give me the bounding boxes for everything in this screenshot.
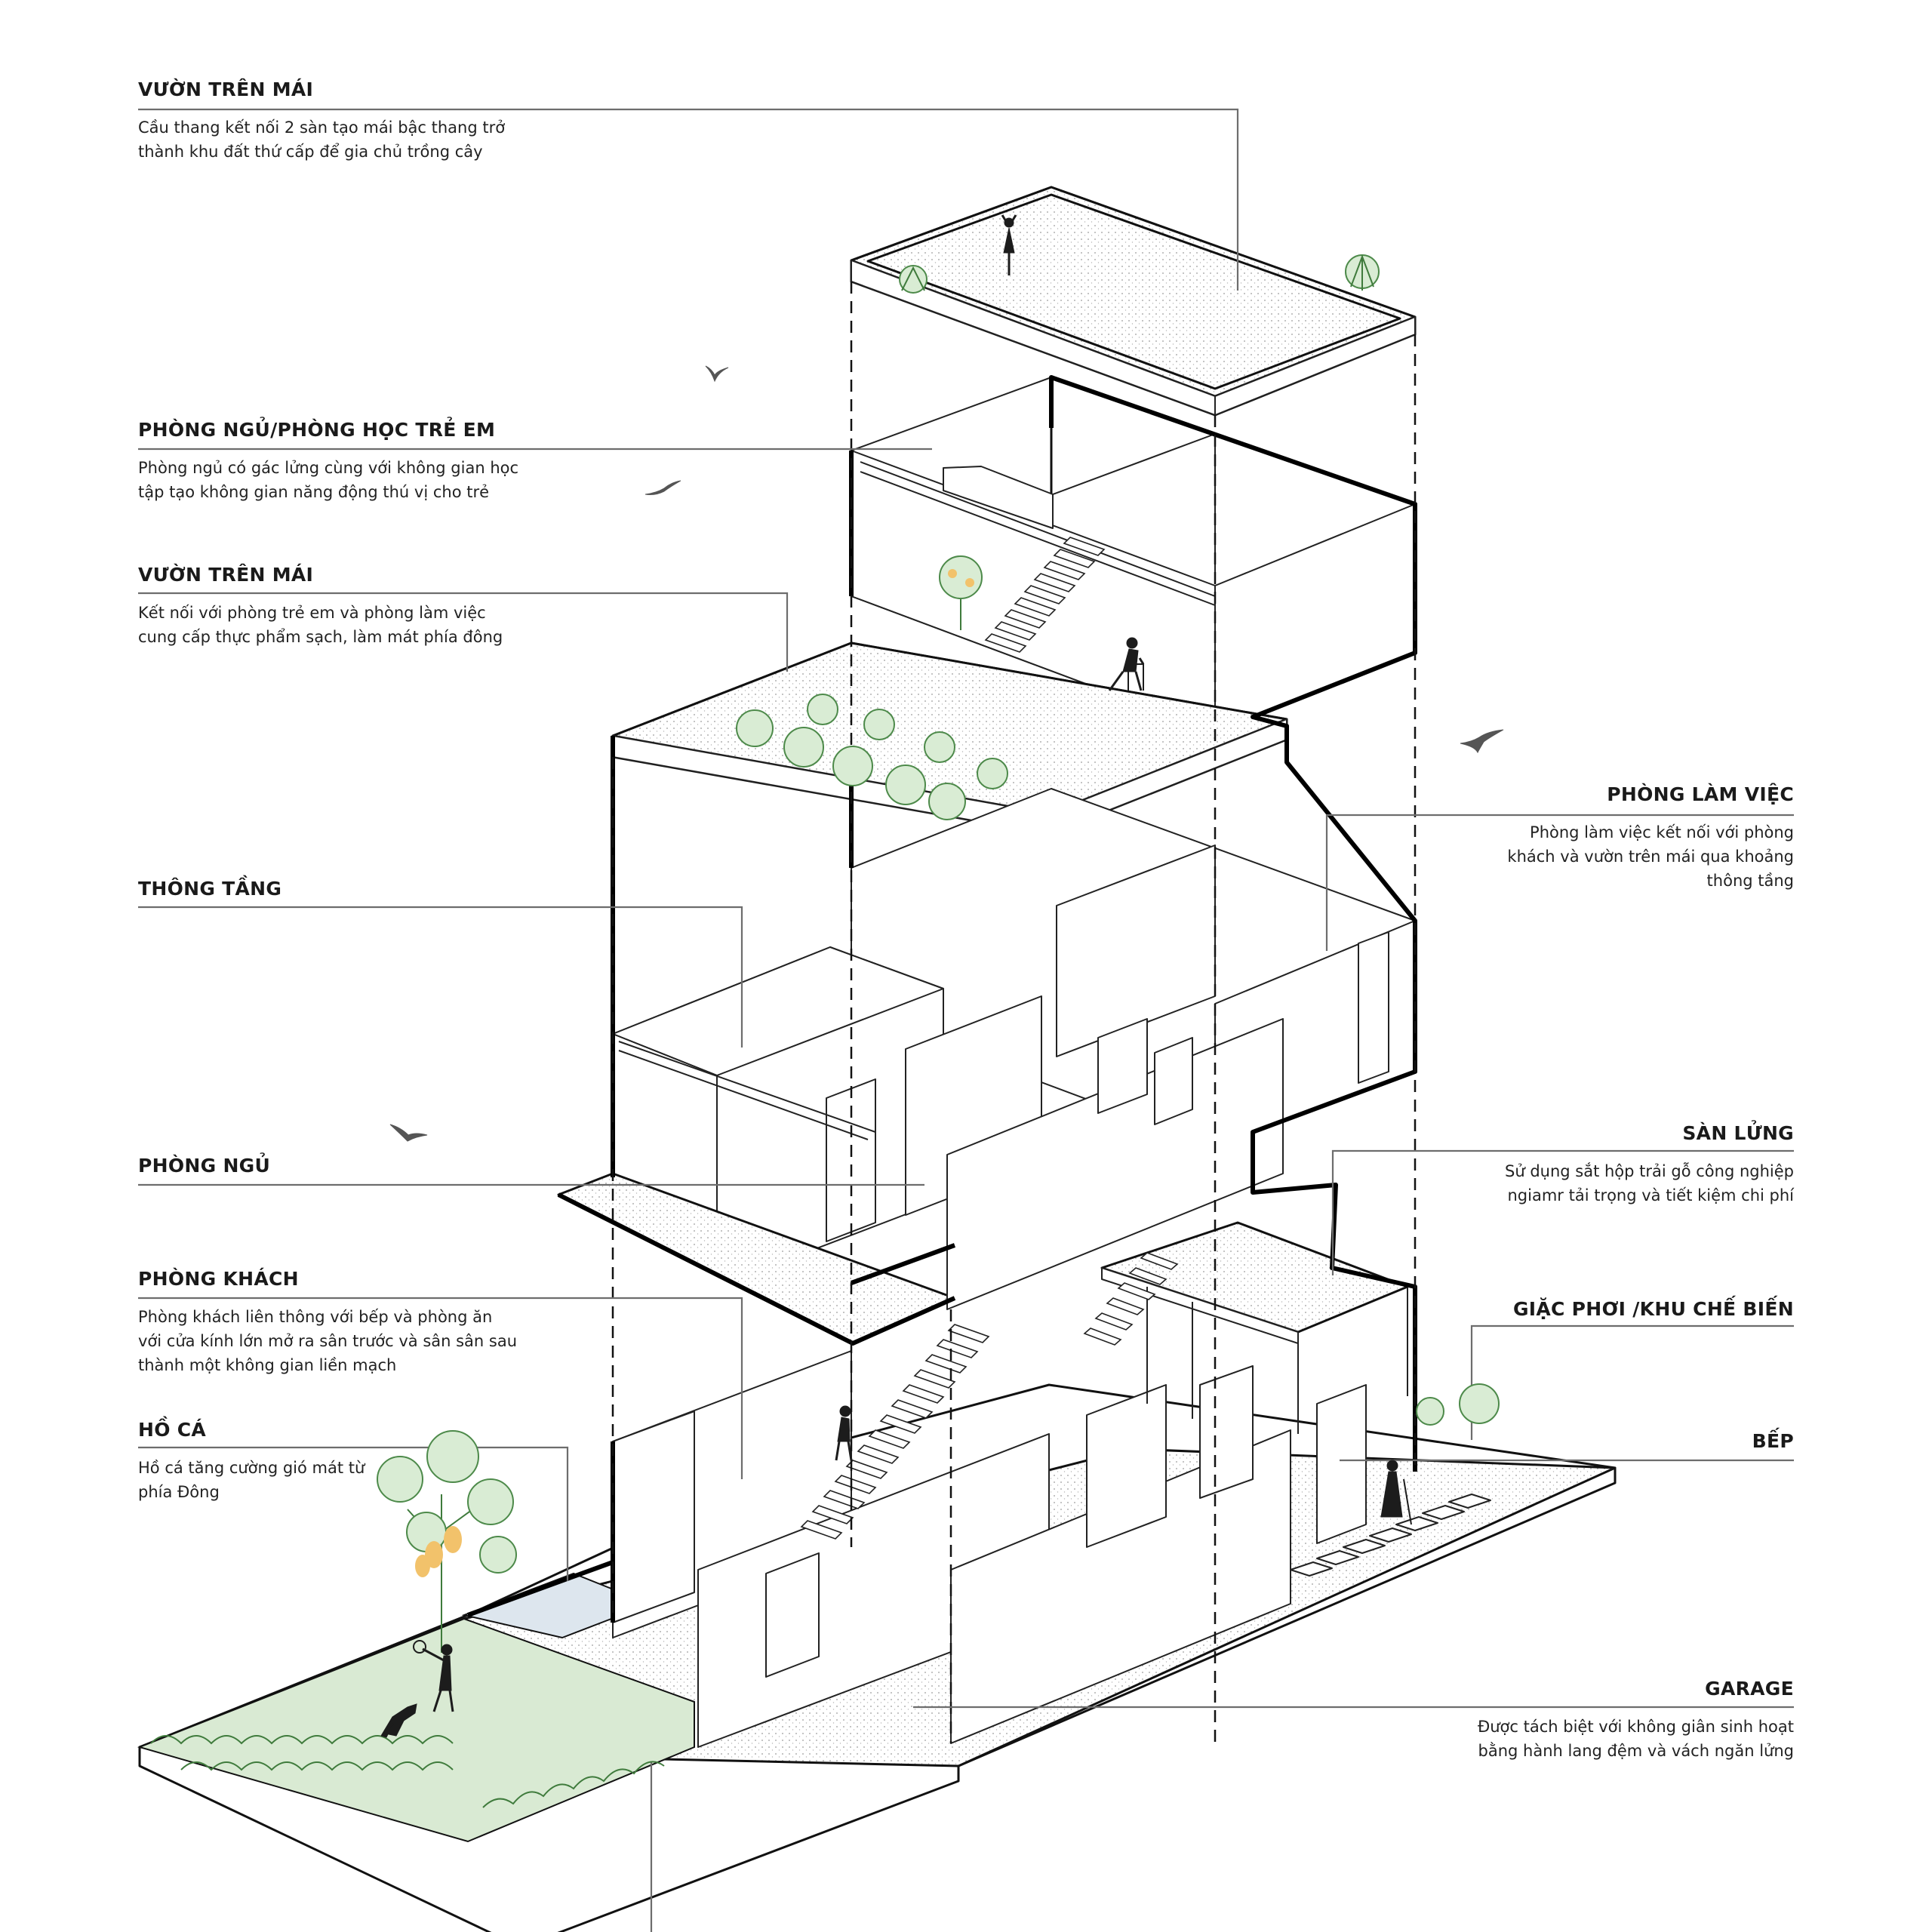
annotation-fish-pond: HỒ CÁ Hồ cá tăng cường gió mát từ phía Đ… [138,1419,365,1504]
plants [150,254,1500,1808]
annotation-line: thành khu đất thứ cấp để gia chủ trồng c… [138,143,483,161]
annotation-line: thành một không gian liền mạch [138,1356,397,1374]
annotation-line: Cầu thang kết nối 2 sàn tạo mái bậc than… [138,118,506,137]
annotation-line: Phòng khách liên thông với bếp và phòng … [138,1308,493,1326]
annotation-title: PHÒNG NGỦ [138,1155,271,1177]
person-icon [835,1405,853,1461]
annotation-line: tập tạo không gian năng động thú vị cho … [138,483,490,501]
annotation-garage: GARAGE Được tách biệt với không giân sin… [1478,1678,1794,1763]
annotation-kids-bedroom: PHÒNG NGỦ/PHÒNG HỌC TRẺ EM Phòng ngủ có … [138,419,518,504]
annotation-roof-garden-mid: VƯỜN TRÊN MÁI Kết nối với phòng trẻ em v… [138,564,503,649]
person-icon [413,1640,454,1712]
roof-slab-top [850,186,1417,417]
kids-room-box [851,377,1416,733]
shrub-icon [863,709,895,740]
mezzanine-stair [1083,1252,1179,1346]
bedroom-study-level [557,788,1416,1345]
annotation-line: khách và vườn trên mái qua khoảng [1507,848,1794,866]
annotation-title: PHÒNG NGỦ/PHÒNG HỌC TRẺ EM [138,419,496,441]
annotation-line: Phòng làm việc kết nối với phòng [1530,823,1794,841]
bird-icon [645,480,681,495]
person-icon [1108,637,1145,691]
bird-icon [389,1124,428,1142]
figures [380,214,1412,1738]
shrub-icon [977,758,1008,789]
shrub-icon [1416,1383,1500,1426]
tree-icon [377,1430,517,1653]
annotation-mezzanine: SÀN LỬNG Sử dụng sắt hộp trải gỗ công ng… [1505,1122,1794,1208]
dashed-guides [611,281,1417,1743]
annotation-title: THÔNG TẦNG [138,878,282,900]
annotation-line: cung cấp thực phẩm sạch, làm mát phía đô… [138,628,503,646]
bird-icon [705,365,729,383]
annotation-title: PHÒNG LÀM VIỆC [1607,783,1794,805]
annotation-void: THÔNG TẦNG [138,878,281,915]
annotation-title: VƯỜN TRÊN MÁI [138,564,314,586]
shrub-icon [736,709,774,747]
annotation-drying-area: GIẶC PHƠI /KHU CHẾ BIẾN [1513,1298,1794,1335]
shrub-icon [885,764,926,805]
annotation-roof-garden-top: VƯỜN TRÊN MÁI Cầu thang kết nối 2 sàn tạ… [138,78,505,164]
dog-icon [380,1703,417,1738]
bird-icon [1460,729,1504,754]
shrub-icon [807,694,838,725]
shrub-icon [1345,254,1380,291]
annotation-title: VƯỜN TRÊN MÁI [138,78,314,100]
annotation-title: PHÒNG KHÁCH [138,1268,299,1290]
annotation-title: HỒ CÁ [138,1419,207,1441]
annotation-title: GARAGE [1705,1678,1794,1700]
shrub-icon [783,727,824,768]
annotation-kitchen: BẾP [1752,1430,1794,1467]
tree-icon [939,555,983,630]
person-icon [1001,214,1017,275]
shrub-icon [832,746,873,786]
annotation-line: Sử dụng sắt hộp trải gỗ công nghiệp [1505,1162,1794,1180]
annotation-line: ngiamr tải trọng và tiết kiệm chi phí [1507,1186,1794,1204]
annotation-title: SÀN LỬNG [1682,1122,1794,1144]
annotation-line: Được tách biệt với không giân sinh hoạt [1477,1718,1794,1736]
leader-lines [138,108,1794,1932]
annotation-line: thông tầng [1706,872,1794,890]
shrub-icon [928,783,966,820]
annotation-line: phía Đông [138,1483,220,1501]
shrub-icon [899,265,928,294]
annotation-living-room: PHÒNG KHÁCH Phòng khách liên thông với b… [138,1268,517,1377]
annotation-title: BẾP [1752,1430,1794,1452]
annotation-line: Kết nối với phòng trẻ em và phòng làm vi… [138,604,486,622]
person-icon [1380,1460,1412,1525]
annotation-line: Phòng ngủ có gác lửng cùng với không gia… [138,459,519,477]
birds [389,365,1504,1142]
kids-room-stair [984,537,1106,653]
annotation-bedroom: PHÒNG NGỦ [138,1155,270,1192]
hedge [150,1735,665,1808]
annotation-study: PHÒNG LÀM VIỆC Phòng làm việc kết nối vớ… [1507,783,1794,893]
ground-level [137,1221,1617,1932]
annotation-line: với cửa kính lớn mở ra sân trước và sân … [138,1332,518,1350]
annotation-title: GIẶC PHƠI /KHU CHẾ BIẾN [1512,1298,1794,1320]
stepping-stones [1290,1494,1491,1577]
annotation-line: bằng hành lang đệm và vách ngăn lửng [1478,1742,1794,1760]
shrub-icon [924,731,955,763]
ground-stair [800,1324,990,1540]
annotation-line: Hồ cá tăng cường gió mát từ [138,1459,365,1477]
